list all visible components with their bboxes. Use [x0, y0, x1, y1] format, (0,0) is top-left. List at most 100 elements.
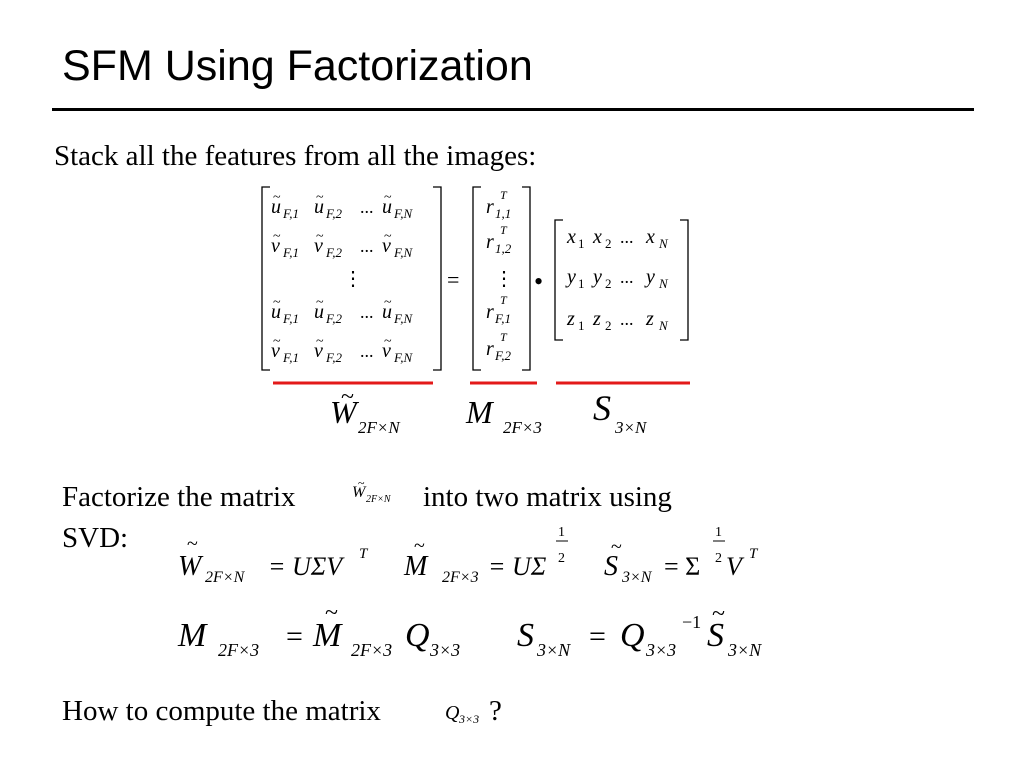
tilde-mark: ~: [341, 384, 354, 410]
s-label: S 3×N: [593, 388, 648, 437]
eq2-q-sub: 3×3: [429, 640, 460, 660]
matrix-entry-subscript: 1: [578, 276, 585, 291]
tilde-mark: ~: [414, 535, 425, 557]
eq2-m: M: [177, 617, 208, 654]
inline-w-subscript: 2F×N: [366, 494, 391, 505]
matrix-entry-var: u: [314, 196, 324, 218]
eq2-equals-2: =: [589, 620, 606, 653]
m-label: M 2F×3: [465, 394, 542, 437]
tilde-mark: ~: [316, 295, 324, 310]
eq-s-letter: S: [604, 551, 618, 582]
matrix-entry-superscript: T: [500, 223, 508, 237]
ellipsis: ...: [620, 227, 634, 247]
matrix-entry-subscript: 1: [578, 318, 585, 333]
question-q-letter: Q: [445, 702, 460, 724]
matrix-entry-var: v: [314, 235, 323, 257]
s-label-subscript: 3×N: [614, 418, 648, 437]
eq2-mt: M: [312, 617, 343, 654]
matrix-entry-subscript: F,N: [393, 350, 414, 365]
inline-w-letter: W: [352, 484, 366, 501]
eq-w-sup: T: [359, 546, 369, 562]
eq2-q2: Q: [620, 617, 645, 654]
matrix-entry-superscript: T: [500, 293, 508, 307]
matrix-entry-var: r: [486, 301, 494, 323]
ellipsis: ...: [360, 341, 374, 361]
slide-title: SFM Using Factorization: [62, 42, 533, 90]
matrix-entry-var: z: [645, 308, 654, 330]
eq-s-half-den: 2: [715, 551, 722, 566]
matrix-entry-subscript: N: [658, 236, 669, 251]
w-label: ~ W 2F×N: [330, 384, 401, 437]
matrix-entry-subscript: F,1: [282, 245, 299, 260]
matrix-entry-subscript: N: [658, 318, 669, 333]
tilde-mark: ~: [384, 229, 392, 244]
tilde-mark: ~: [273, 334, 281, 349]
matrix-entry-var: y: [591, 266, 602, 288]
factorize-text-b: into two matrix using: [423, 481, 672, 513]
eq-w-svd: ~ W 2F×N = UΣV T: [178, 533, 369, 586]
matrix-entry-var: y: [565, 266, 576, 288]
matrix-entry-subscript: F,2: [325, 350, 343, 365]
matrix-entry-subscript: F,2: [494, 348, 512, 363]
matrix-entry-var: z: [566, 308, 575, 330]
matrix-entry-subscript: 2: [605, 276, 612, 291]
matrix-entry-subscript: 2: [605, 236, 612, 251]
matrix-entry-superscript: T: [500, 188, 508, 202]
matrix-entry-subscript: F,2: [325, 206, 343, 221]
eq-s-half-num: 1: [715, 525, 722, 540]
title-divider: [52, 108, 974, 111]
matrix-entry-subscript: F,1: [282, 350, 299, 365]
svd-label: SVD:: [62, 522, 129, 554]
tilde-mark: ~: [273, 190, 281, 205]
matrix-entry-subscript: 2: [605, 318, 612, 333]
eq-s-q: S 3×N = Q 3×3 −1 ~ S 3×N: [517, 601, 762, 660]
matrix-entry-subscript: F,N: [393, 206, 414, 221]
eq-s-svd: ~ S 3×N = Σ 1 2 V T: [604, 525, 759, 586]
eq2-q2-sub: 3×3: [645, 640, 676, 660]
matrix-entry-var: u: [271, 196, 281, 218]
question-q-symbol: Q 3×3: [445, 700, 505, 734]
ellipsis: ...: [620, 267, 634, 287]
matrix-entry-var: x: [645, 226, 655, 248]
eq2-q: Q: [405, 617, 430, 654]
question-q-subscript: 3×3: [459, 712, 480, 726]
eq-m-letter: M: [403, 551, 429, 582]
eq-s-sup: T: [749, 546, 759, 562]
matrix-entry-var: v: [314, 340, 323, 362]
eq2-st-sub: 3×N: [727, 640, 762, 660]
eq-m-q: M 2F×3 = ~ M 2F×3 Q 3×3: [177, 600, 460, 660]
s-label-letter: S: [593, 388, 611, 428]
tilde-mark: ~: [316, 190, 324, 205]
m-vdots: ⋮: [494, 268, 514, 290]
tilde-mark: ~: [325, 600, 338, 626]
matrix-entry-var: y: [644, 266, 655, 288]
eq-m-svd: ~ M 2F×3 = UΣ 1 2: [403, 525, 568, 586]
matrix-entry-subscript: F,N: [393, 245, 414, 260]
matrix-entry-subscript: 1: [578, 236, 585, 251]
eq2-mt-sub: 2F×3: [351, 640, 392, 660]
ellipsis: ...: [360, 302, 374, 322]
w-label-letter: W: [330, 394, 360, 430]
tilde-mark: ~: [316, 334, 324, 349]
eq-s-rhs-a: = Σ: [664, 552, 700, 581]
matrix-entry-var: v: [271, 235, 280, 257]
dot-operator: •: [534, 267, 543, 296]
matrix-entry-var: u: [382, 301, 392, 323]
eq2-m-sub: 2F×3: [218, 640, 259, 660]
tilde-mark: ~: [384, 334, 392, 349]
eq-s-sub: 3×N: [621, 569, 653, 586]
eq-w-letter: W: [178, 551, 204, 582]
tilde-mark: ~: [384, 190, 392, 205]
eq2-s-sub: 3×N: [536, 640, 571, 660]
eq-m-half-num: 1: [558, 525, 565, 540]
tilde-mark: ~: [316, 229, 324, 244]
matrix-entry-var: v: [271, 340, 280, 362]
m-label-subscript: 2F×3: [503, 418, 542, 437]
question-mark: ?: [489, 695, 502, 727]
matrix-entry-subscript: F,1: [494, 311, 511, 326]
matrix-entry-var: r: [486, 338, 494, 360]
matrix-entry-subscript: F,1: [282, 206, 299, 221]
